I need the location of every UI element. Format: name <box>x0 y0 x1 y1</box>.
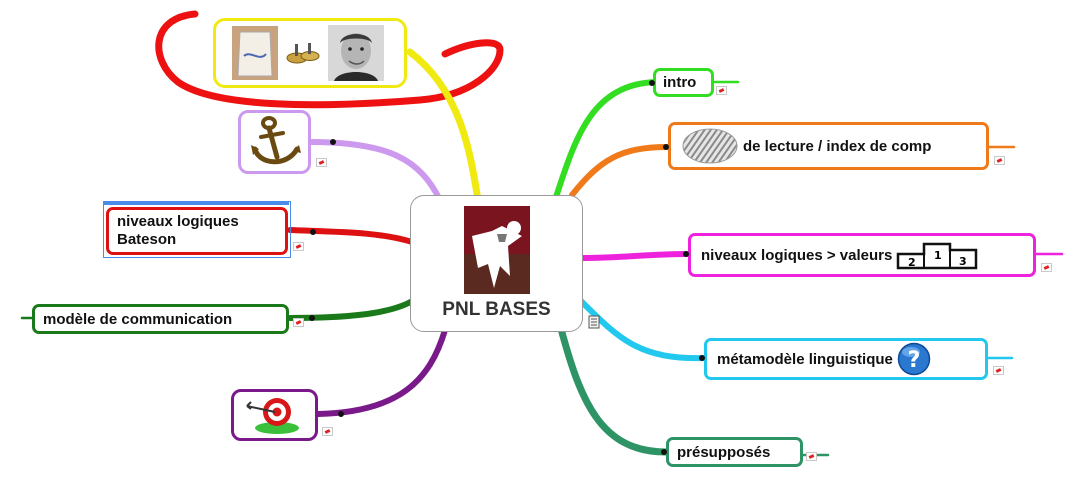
note-icon[interactable] <box>993 366 1004 375</box>
connector-communication <box>287 297 417 321</box>
note-icon[interactable] <box>322 427 333 436</box>
topic-presupposes-label: présupposés <box>677 443 771 461</box>
connector-target <box>315 327 448 417</box>
topic-communication-label: modèle de communication <box>43 310 233 328</box>
topic-niveaux-valeurs[interactable]: niveaux logiques > valeurs 2 1 3 <box>688 233 1036 277</box>
podium-icon: 2 1 3 <box>897 242 978 270</box>
striped-ellipse-icon <box>682 128 738 164</box>
svg-text:1: 1 <box>934 249 942 262</box>
note-icon[interactable] <box>806 452 817 461</box>
svg-text:2: 2 <box>908 256 916 269</box>
topic-niveaux-bateson-line1: niveaux logiques <box>117 213 239 230</box>
connector-presupposes <box>556 321 670 456</box>
topic-lecture[interactable]: de lecture / index de comp <box>668 122 989 170</box>
note-icon[interactable] <box>1041 263 1052 272</box>
topic-images[interactable] <box>213 18 407 88</box>
topic-niveaux-bateson-selection <box>103 201 291 258</box>
connector-lecture <box>569 144 671 198</box>
portrait-photo-icon <box>328 25 384 81</box>
connector-dot <box>338 411 344 417</box>
topic-presupposes[interactable]: présupposés <box>666 437 803 467</box>
note-icon[interactable] <box>716 86 727 95</box>
connector-niveaux-valeurs <box>579 251 691 261</box>
topic-niveaux-valeurs-label: niveaux logiques > valeurs <box>701 246 893 264</box>
topic-metamodele[interactable]: métamodèle linguistique ? <box>704 338 988 380</box>
svg-text:?: ? <box>907 348 920 373</box>
topic-communication[interactable]: modèle de communication <box>32 304 289 334</box>
target-icon <box>245 398 299 434</box>
note-icon[interactable] <box>293 318 304 327</box>
connector-dot <box>683 251 689 257</box>
note-icon[interactable] <box>316 158 327 167</box>
note-icon[interactable] <box>994 156 1005 165</box>
topic-lecture-label: de lecture / index de comp <box>743 137 932 155</box>
connector-dot <box>309 315 315 321</box>
question-icon: ? <box>897 342 931 376</box>
connector-metamodele <box>577 297 709 362</box>
connector-dot <box>649 80 655 86</box>
topic-intro-label: intro <box>663 74 697 91</box>
svg-text:3: 3 <box>959 255 967 268</box>
connector-images <box>406 48 482 204</box>
central-title: PNL BASES <box>442 299 551 320</box>
connector-niveaux-bateson <box>287 227 415 245</box>
coffee-filter-icon <box>232 26 278 80</box>
note-icon[interactable] <box>293 242 304 251</box>
connector-dot <box>310 229 316 235</box>
connector-intro <box>552 79 658 203</box>
topic-niveaux-bateson[interactable]: niveaux logiques Bateson <box>106 207 288 255</box>
topic-anchor[interactable] <box>238 110 311 174</box>
attachment-icon[interactable] <box>588 315 600 329</box>
connector-dot <box>663 144 669 150</box>
topic-metamodele-label: métamodèle linguistique <box>717 350 893 368</box>
selection-handle-bar <box>104 201 289 205</box>
connector-dot <box>699 355 705 361</box>
topic-niveaux-bateson-line2: Bateson <box>117 231 177 248</box>
cymbals-icon <box>286 43 320 64</box>
connector-dot <box>661 449 667 455</box>
topic-target[interactable] <box>231 389 318 441</box>
connector-dot <box>330 139 336 145</box>
central-topic[interactable]: PNL BASES <box>410 195 583 332</box>
connector-anchor <box>307 139 443 203</box>
pnl-logo-icon <box>464 206 530 294</box>
anchor-icon <box>250 116 301 165</box>
freehand-annotation <box>155 10 504 109</box>
topic-intro[interactable]: intro <box>653 68 714 97</box>
